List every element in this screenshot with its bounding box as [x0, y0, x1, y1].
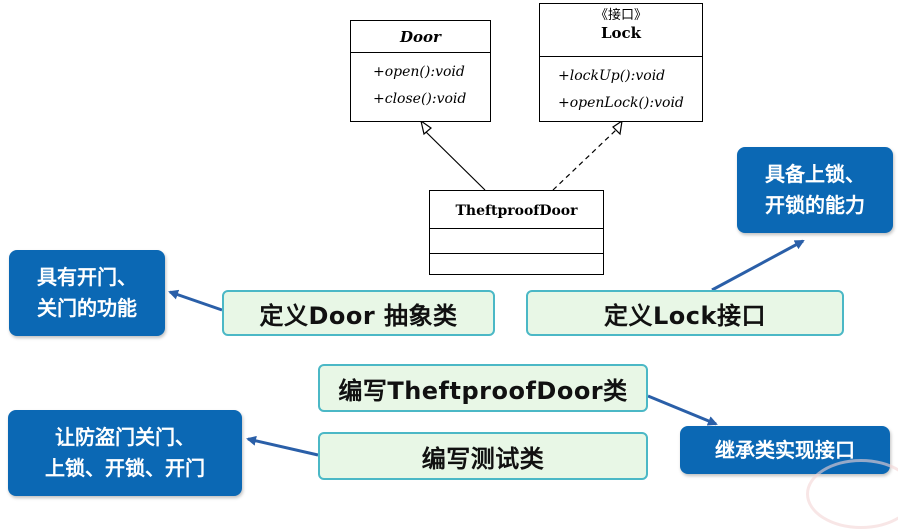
realization-line [552, 129, 617, 191]
watermark-seal [806, 459, 898, 529]
arrow-lock-ability [711, 239, 805, 292]
lock-op-openlock: +openLock():void [558, 95, 684, 111]
door-op-close: +close():void [373, 91, 467, 107]
note-door-function-line2: 关门的功能 [37, 296, 137, 320]
arrow-inherit [647, 394, 718, 426]
realization-arrowhead [612, 119, 623, 136]
lock-interface-name: Lock [600, 24, 642, 42]
generalization-line [423, 129, 486, 191]
note-test-actions: 让防盗门关门、 上锁、开锁、开门 [8, 410, 242, 496]
uml-interface-lock: 《接口》 Lock +lockUp():void +openLock():voi… [539, 3, 703, 122]
note-lock-ability-line1: 具备上锁、 [765, 162, 865, 186]
lock-stereotype: 《接口》 [594, 8, 647, 23]
arrow-door-function [168, 289, 223, 312]
generalization-arrowhead [420, 119, 432, 136]
uml-class-door: Door +open():void +close():void [350, 20, 491, 122]
theftproof-class-name: TheftproofDoor [455, 203, 578, 219]
theftproof-attributes-compartment [430, 229, 603, 254]
note-lock-ability: 具备上锁、 开锁的能力 [737, 147, 893, 233]
note-test-actions-line1: 让防盗门关门、 [55, 425, 195, 449]
step-define-lock: 定义Lock接口 [526, 290, 844, 336]
door-op-open: +open():void [373, 64, 465, 80]
connector-lines [168, 119, 805, 457]
arrow-test-actions [246, 435, 319, 457]
note-test-actions-line2: 上锁、开锁、开门 [45, 456, 205, 480]
uml-class-theftproofdoor: TheftproofDoor [429, 190, 604, 275]
note-door-function: 具有开门、 关门的功能 [9, 250, 165, 336]
step-define-door: 定义Door 抽象类 [222, 290, 495, 336]
step-write-test: 编写测试类 [318, 432, 648, 480]
note-lock-ability-line2: 开锁的能力 [765, 193, 865, 217]
note-door-function-line1: 具有开门、 [37, 265, 137, 289]
step-write-theftproof: 编写TheftproofDoor类 [318, 364, 648, 412]
theftproof-operations-compartment [430, 254, 603, 276]
lock-op-lockup: +lockUp():void [558, 68, 666, 84]
door-class-name: Door [400, 28, 441, 46]
